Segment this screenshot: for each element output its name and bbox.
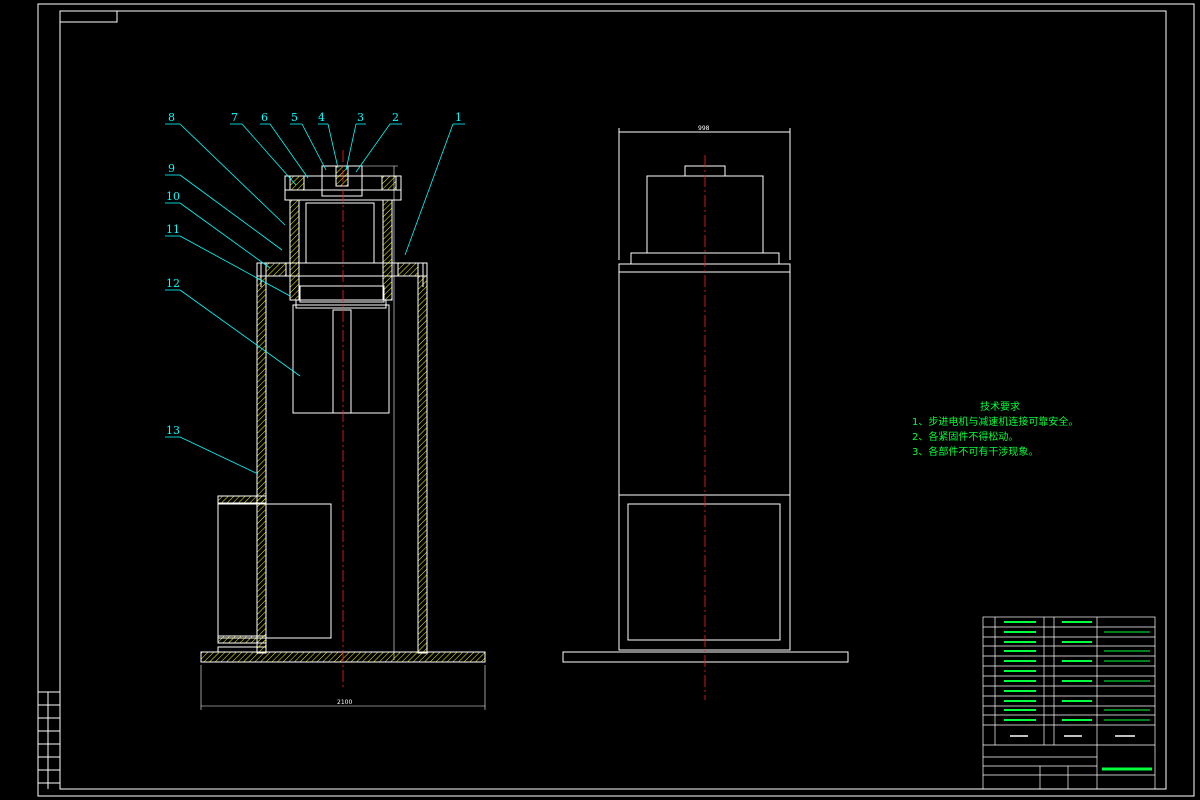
part-label-7: 7 <box>231 111 238 124</box>
part-label-2: 2 <box>392 111 399 124</box>
part-label-8: 8 <box>168 111 175 124</box>
drawing-frame <box>37 3 1195 797</box>
part-label-4: 4 <box>318 111 325 124</box>
part-label-3: 3 <box>357 111 364 124</box>
frame-left-wall <box>256 275 267 654</box>
parts-list-entries <box>1004 621 1152 771</box>
part-leaders <box>165 123 465 475</box>
top-width-dimension: 998 <box>698 125 710 132</box>
side-view <box>562 128 849 663</box>
overall-width-dimension: 2100 <box>337 699 352 706</box>
frame-right-wall <box>417 275 428 654</box>
part-label-11: 11 <box>166 223 180 236</box>
part-label-1: 1 <box>455 111 462 124</box>
part-label-5: 5 <box>291 111 298 124</box>
part-label-9: 9 <box>168 162 175 175</box>
parts-list-table <box>982 616 1156 790</box>
technical-requirements: 技术要求 1、步进电机与减速机连接可靠安全。 2、各紧固件不得松动。 3、各部件… <box>912 400 1078 460</box>
part-label-10: 10 <box>166 190 180 203</box>
part-label-6: 6 <box>261 111 268 124</box>
part-label-12: 12 <box>166 277 180 290</box>
requirement-item: 2、各紧固件不得松动。 <box>912 432 1019 443</box>
technical-requirements-title: 技术要求 <box>980 402 1020 413</box>
section-view: 2100 <box>200 150 486 710</box>
requirement-item: 1、步进电机与减速机连接可靠安全。 <box>912 417 1079 428</box>
motor-box <box>217 503 332 639</box>
part-balloon-labels: 8 7 6 5 4 3 2 1 9 10 11 12 13 <box>166 111 462 437</box>
part-label-13: 13 <box>166 424 180 437</box>
reducer-body <box>292 304 390 414</box>
requirement-item: 3、各部件不可有干涉现象。 <box>912 447 1039 458</box>
